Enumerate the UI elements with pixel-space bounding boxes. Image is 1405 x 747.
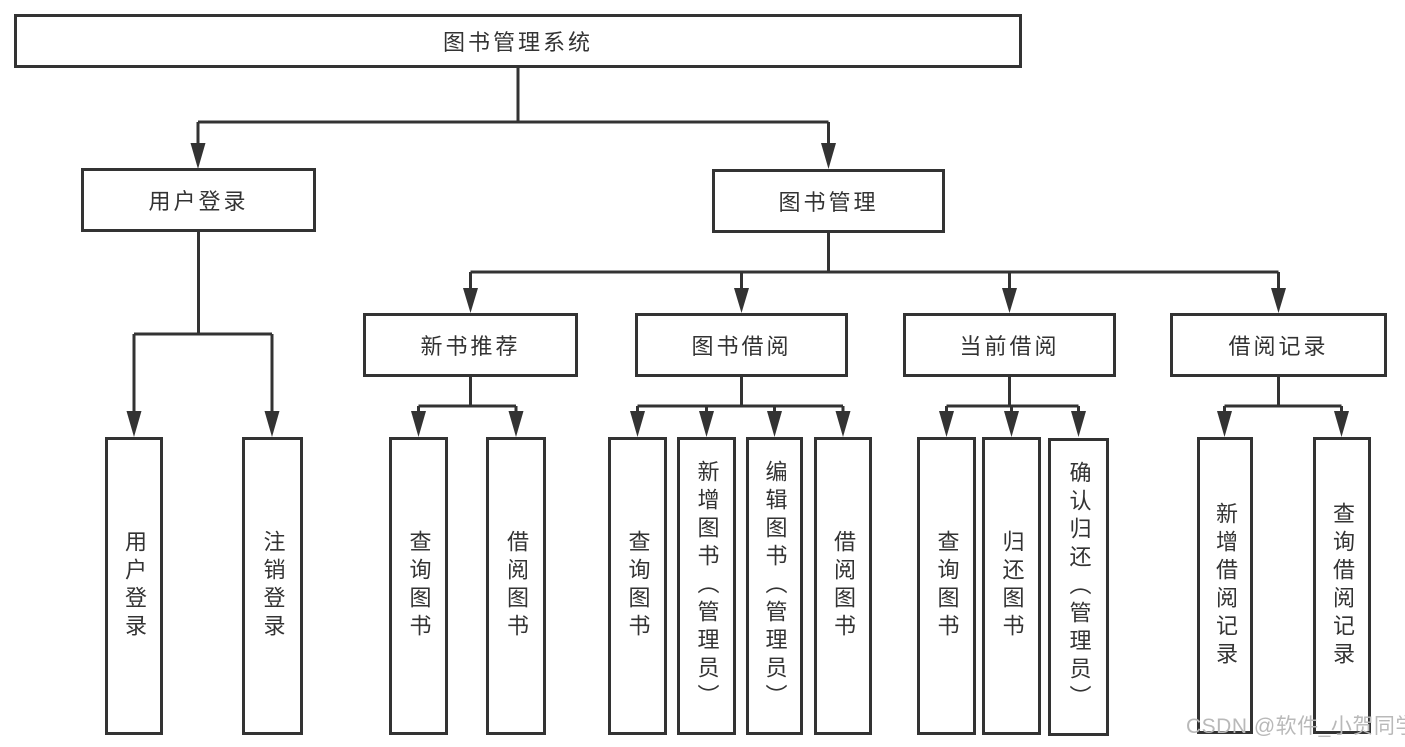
node-book-management-branch-label: 图书管理 xyxy=(778,190,879,215)
leaf-logout: 注销登录 xyxy=(242,437,303,735)
leaf-add-books-admin: 新增图书（管理员） xyxy=(677,437,736,735)
leaf-query-books-3-label: 查询图书 xyxy=(934,530,960,642)
leaf-add-borrow-record-label: 新增借阅记录 xyxy=(1213,501,1238,670)
node-book-management-branch: 图书管理 xyxy=(712,169,945,233)
node-new-book-recommend-label: 新书推荐 xyxy=(420,334,521,359)
leaf-borrow-books-1: 借阅图书 xyxy=(486,437,546,735)
leaf-add-borrow-record: 新增借阅记录 xyxy=(1197,437,1253,734)
leaf-query-books-3: 查询图书 xyxy=(917,437,976,735)
leaf-confirm-return-admin-label: 确认归还（管理员） xyxy=(1066,461,1092,713)
leaf-edit-books-admin: 编辑图书（管理员） xyxy=(746,437,803,735)
leaf-query-borrow-record: 查询借阅记录 xyxy=(1313,437,1371,734)
leaf-logout-label: 注销登录 xyxy=(260,530,286,642)
node-user-login-branch: 用户登录 xyxy=(81,168,316,232)
leaf-query-books-1: 查询图书 xyxy=(389,437,448,735)
node-book-borrowing: 图书借阅 xyxy=(635,313,848,377)
node-system-root-label: 图书管理系统 xyxy=(442,30,593,55)
leaf-edit-books-admin-label: 编辑图书（管理员） xyxy=(762,460,788,712)
leaf-query-books-2: 查询图书 xyxy=(608,437,667,735)
arrowheads xyxy=(126,143,1349,437)
leaf-query-books-2-label: 查询图书 xyxy=(625,530,651,642)
leaf-return-books: 归还图书 xyxy=(982,437,1041,735)
csdn-watermark: CSDN @软件_小贺同学 xyxy=(1186,715,1405,738)
leaf-query-books-1-label: 查询图书 xyxy=(406,530,432,642)
leaf-borrow-books-1-label: 借阅图书 xyxy=(504,530,529,642)
leaf-confirm-return-admin: 确认归还（管理员） xyxy=(1048,438,1109,736)
node-new-book-recommend: 新书推荐 xyxy=(363,313,578,377)
node-book-borrowing-label: 图书借阅 xyxy=(691,334,792,359)
node-borrowing-records: 借阅记录 xyxy=(1170,313,1387,377)
leaf-query-borrow-record-label: 查询借阅记录 xyxy=(1330,501,1355,670)
leaf-add-books-admin-label: 新增图书（管理员） xyxy=(694,460,720,712)
node-user-login-branch-label: 用户登录 xyxy=(148,189,249,214)
leaf-user-login: 用户登录 xyxy=(105,437,163,735)
node-current-borrowing: 当前借阅 xyxy=(903,313,1116,377)
node-borrowing-records-label: 借阅记录 xyxy=(1228,334,1329,359)
leaf-return-books-label: 归还图书 xyxy=(999,530,1025,642)
node-current-borrowing-label: 当前借阅 xyxy=(959,334,1060,359)
leaf-borrow-books-2: 借阅图书 xyxy=(814,437,872,735)
leaf-user-login-label: 用户登录 xyxy=(122,530,147,642)
leaf-borrow-books-2-label: 借阅图书 xyxy=(831,530,856,642)
node-system-root: 图书管理系统 xyxy=(14,14,1022,68)
